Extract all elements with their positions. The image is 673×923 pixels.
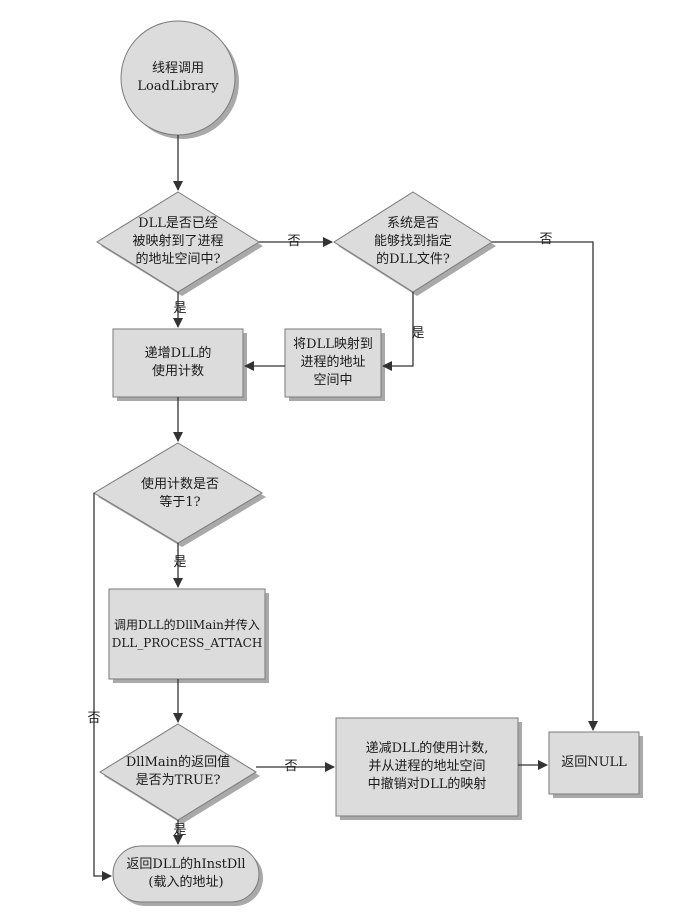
decision-find-file-label: 系统是否 能够找到指定 的DLL文件? bbox=[373, 216, 452, 267]
decision-dllmain-label: DllMain的返回值 是否为TRUE? bbox=[125, 755, 231, 788]
process-return-null bbox=[548, 731, 640, 795]
edge-label-d1-yes: 是 bbox=[173, 301, 187, 316]
edge-label-d3-yes: 是 bbox=[173, 555, 187, 570]
decision-mapped-label: DLL是否已经 被映射到了进程 的地址空间中? bbox=[132, 216, 224, 267]
node-shapes bbox=[93, 20, 640, 903]
edge-label-d3-no: 否 bbox=[87, 711, 101, 726]
edge-d2-null bbox=[492, 241, 598, 731]
edge-d2-map bbox=[382, 292, 414, 371]
edge-label-d4-no: 否 bbox=[284, 759, 298, 774]
decision-count-label: 使用计数是否 等于1? bbox=[140, 477, 219, 510]
edge-label-d4-yes: 是 bbox=[173, 823, 187, 838]
process-call-dllmain-label: 调用DLL的DllMain并传入 DLL_PROCESS_ATTACH bbox=[111, 618, 263, 650]
process-decrement bbox=[335, 717, 519, 817]
process-increment-label: 递增DLL的 使用计数 bbox=[144, 346, 212, 379]
start-label: 线程调用 LoadLibrary bbox=[137, 61, 219, 94]
process-increment bbox=[112, 328, 244, 398]
process-map-label: 将DLL映射到 进程的地址 空间中 bbox=[293, 337, 373, 388]
process-call-dllmain bbox=[108, 588, 266, 680]
process-map-dll bbox=[284, 328, 382, 398]
edge-label-d1-no: 否 bbox=[287, 234, 301, 249]
terminal-return-label: 返回DLL的hInstDll (载入的地址) bbox=[126, 857, 246, 890]
terminal-return-hinst bbox=[112, 845, 260, 903]
edge-d3-ret bbox=[93, 493, 112, 881]
edge-label-d2-no: 否 bbox=[539, 232, 553, 247]
process-decrement-label: 递减DLL的使用计数, 并从进程的地址空间 中撤销对DLL的映射 bbox=[365, 741, 489, 792]
process-return-null-label: 返回NULL bbox=[561, 755, 627, 770]
edge-label-d2-yes: 是 bbox=[411, 326, 425, 341]
connectors bbox=[93, 135, 598, 881]
